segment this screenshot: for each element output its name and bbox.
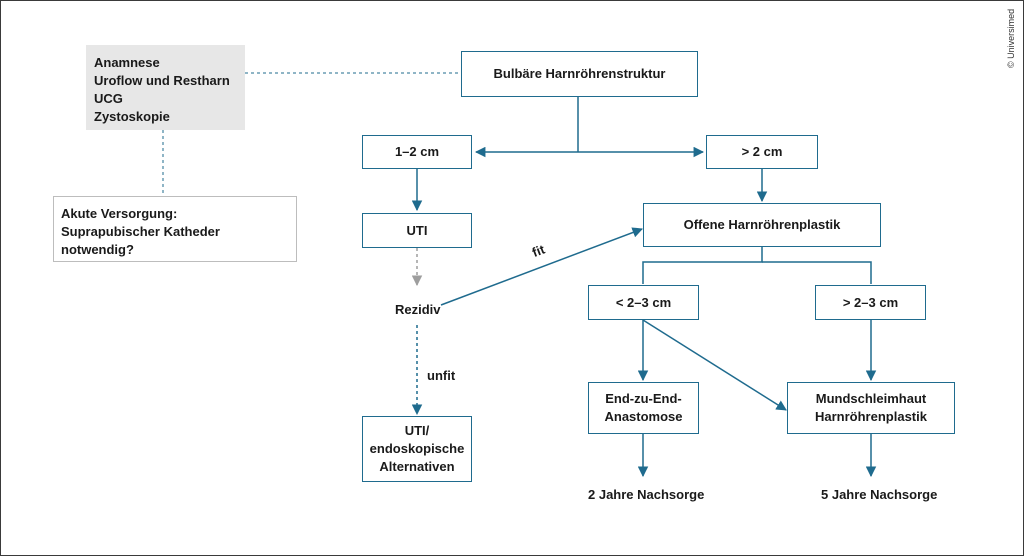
node-length-long: > 2 cm [706, 135, 818, 169]
node-lt-2-3: < 2–3 cm [588, 285, 699, 320]
node-root: Bulbäre Harnröhrenstruktur [461, 51, 698, 97]
diagnostics-item: Anamnese [94, 55, 160, 70]
edge-lt-mund [642, 319, 787, 411]
node-gt-2-3: > 2–3 cm [815, 285, 926, 320]
alternatives-line: UTI/ [404, 423, 430, 438]
followup-5-years: 5 Jahre Nachsorge [821, 487, 938, 502]
copyright-notice: © Universimed [1006, 8, 1016, 68]
edge-label-unfit: unfit [427, 368, 456, 383]
diagnostics-item: Uroflow und Restharn [94, 73, 230, 88]
buccal-mucosa-line: Mundschleimhaut [815, 391, 927, 406]
acute-care-box: Akute Versorgung: Suprapubischer Kathede… [53, 196, 297, 262]
end-to-end-line: Anastomose [604, 409, 683, 424]
acute-care-line: Suprapubischer Katheder [61, 224, 220, 239]
acute-care-line: notwendig? [61, 242, 134, 257]
node-open-plasty: Offene Harnröhrenplastik [643, 203, 881, 247]
diagnostics-item: UCG [94, 91, 123, 106]
followup-2-years: 2 Jahre Nachsorge [588, 487, 705, 502]
diagnostics-item: Zystoskopie [94, 109, 170, 124]
node-end-to-end: End-zu-End- Anastomose [588, 382, 699, 434]
end-to-end-line: End-zu-End- [605, 391, 682, 406]
node-rezidiv: Rezidiv [395, 302, 441, 317]
alternatives-line: endoskopische [369, 441, 465, 456]
edge-open-split [642, 247, 763, 284]
edge-rezidiv-open [440, 227, 643, 306]
node-uti: UTI [362, 213, 472, 248]
node-alternatives: UTI/ endoskopische Alternativen [362, 416, 472, 482]
node-buccal-mucosa: Mundschleimhaut Harnröhrenplastik [787, 382, 955, 434]
node-length-short: 1–2 cm [362, 135, 472, 169]
edge-open-split-right [762, 261, 872, 284]
diagnostics-box: Anamnese Uroflow und Restharn UCG Zystos… [86, 45, 245, 130]
buccal-mucosa-line: Harnröhrenplastik [815, 409, 927, 424]
acute-care-line: Akute Versorgung: [61, 206, 178, 221]
alternatives-line: Alternativen [379, 459, 455, 474]
